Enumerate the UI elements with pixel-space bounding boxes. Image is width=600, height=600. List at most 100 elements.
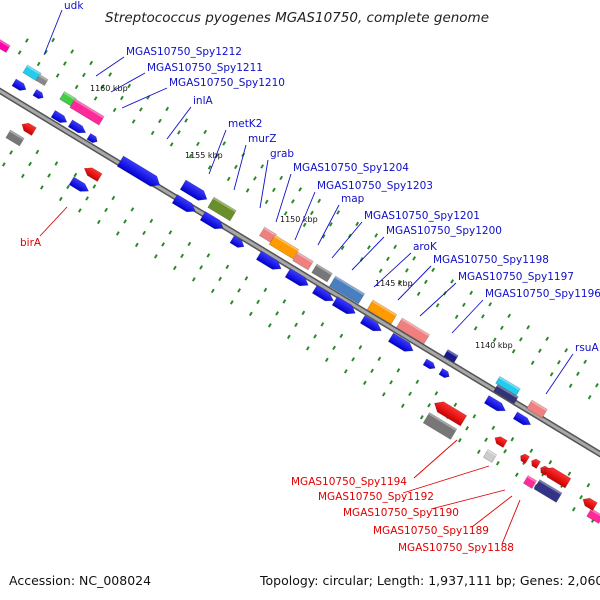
- gene-forward-arrow[interactable]: [116, 155, 163, 190]
- label-inla[interactable]: inlA: [193, 95, 213, 107]
- position-dot: [226, 176, 231, 182]
- gene-reverse-arrow[interactable]: [519, 453, 530, 464]
- gene-forward-arrow[interactable]: [229, 235, 246, 250]
- gene-reverse-arrow[interactable]: [20, 121, 37, 136]
- tick-label-1145: 1145 kbp: [375, 279, 413, 288]
- callout-line: [501, 499, 521, 545]
- position-dot: [416, 291, 421, 297]
- position-dot: [180, 253, 184, 259]
- gene-forward-arrow[interactable]: [284, 268, 311, 290]
- gene-feature[interactable]: [422, 412, 458, 440]
- label-murz[interactable]: murZ: [248, 133, 276, 145]
- gene-feature[interactable]: [482, 449, 498, 463]
- label-map[interactable]: map: [341, 193, 365, 205]
- label-grab[interactable]: grab: [270, 148, 294, 160]
- gene-reverse-arrow[interactable]: [530, 458, 541, 469]
- position-dot: [203, 129, 208, 135]
- position-dot: [557, 360, 561, 365]
- label-spy1201[interactable]: MGAS10750_Spy1201: [364, 210, 480, 222]
- label-spy1200[interactable]: MGAS10750_Spy1200: [386, 225, 502, 237]
- gene-feature[interactable]: [443, 349, 459, 363]
- gene-forward-arrow[interactable]: [67, 119, 88, 136]
- gene-feature[interactable]: [5, 129, 25, 147]
- position-dot: [168, 230, 173, 235]
- gene-reverse-arrow[interactable]: [493, 434, 508, 448]
- gene-feature[interactable]: [0, 39, 11, 53]
- label-udk[interactable]: udk: [64, 0, 84, 12]
- position-dot: [150, 130, 155, 136]
- position-dot: [85, 196, 89, 201]
- gene-reverse-arrow[interactable]: [82, 164, 103, 182]
- gene-forward-arrow[interactable]: [311, 285, 335, 304]
- label-spy1204[interactable]: MGAS10750_Spy1204: [293, 162, 409, 174]
- label-spy1198[interactable]: MGAS10750_Spy1198: [433, 254, 549, 266]
- gene-feature[interactable]: [396, 317, 430, 345]
- gene-forward-arrow[interactable]: [171, 194, 198, 216]
- gene-feature[interactable]: [69, 98, 105, 126]
- position-dot: [336, 210, 341, 215]
- gene-feature[interactable]: [207, 196, 237, 222]
- label-spy1210[interactable]: MGAS10750_Spy1210: [169, 77, 285, 89]
- label-metk2[interactable]: metK2: [228, 118, 262, 130]
- position-dot: [272, 187, 276, 193]
- position-dot: [229, 300, 234, 305]
- label-spy1211[interactable]: MGAS10750_Spy1211: [147, 62, 263, 74]
- gene-feature[interactable]: [586, 508, 600, 524]
- position-dot: [279, 175, 284, 181]
- gene-forward-arrow[interactable]: [32, 89, 45, 100]
- position-dot: [367, 245, 371, 250]
- label-spy1189[interactable]: MGAS10750_Spy1189: [373, 525, 489, 537]
- gene-forward-arrow[interactable]: [331, 296, 358, 318]
- gene-forward-arrow[interactable]: [50, 110, 69, 125]
- label-spy1212[interactable]: MGAS10750_Spy1212: [126, 46, 242, 58]
- label-spy1194[interactable]: MGAS10750_Spy1194: [291, 476, 407, 488]
- gene-reverse-arrow[interactable]: [581, 496, 598, 511]
- label-spy1203[interactable]: MGAS10750_Spy1203: [317, 180, 433, 192]
- gene-forward-arrow[interactable]: [438, 368, 451, 379]
- gene-forward-arrow[interactable]: [255, 250, 283, 273]
- position-dot: [111, 195, 116, 201]
- gene-reverse-arrow[interactable]: [431, 398, 468, 427]
- gene-feature[interactable]: [522, 475, 538, 489]
- gene-feature[interactable]: [22, 64, 42, 82]
- callout-line: [402, 465, 490, 494]
- gene-feature[interactable]: [366, 299, 398, 325]
- label-rsua[interactable]: rsuA: [575, 342, 599, 354]
- label-spy1188[interactable]: MGAS10750_Spy1188: [398, 542, 514, 554]
- label-spy1197[interactable]: MGAS10750_Spy1197: [458, 271, 574, 283]
- gene-forward-arrow[interactable]: [11, 78, 28, 93]
- gene-forward-arrow[interactable]: [86, 133, 99, 144]
- gene-reverse-arrow[interactable]: [541, 464, 572, 489]
- position-dot: [332, 345, 336, 351]
- callout-line: [451, 299, 484, 334]
- gene-forward-arrow[interactable]: [422, 358, 437, 371]
- gene-feature[interactable]: [268, 234, 300, 260]
- position-dot: [500, 325, 504, 331]
- position-dot: [187, 241, 192, 247]
- gene-feature[interactable]: [311, 263, 333, 283]
- position-dot: [317, 198, 322, 204]
- summary-text: Topology: circular; Length: 1,937,111 bp…: [259, 573, 600, 588]
- label-arok[interactable]: aroK: [413, 241, 438, 253]
- gene-forward-arrow[interactable]: [179, 179, 210, 204]
- gene-feature[interactable]: [328, 275, 366, 305]
- gene-forward-arrow[interactable]: [387, 332, 415, 355]
- position-dot: [196, 141, 200, 147]
- gene-forward-arrow[interactable]: [68, 176, 91, 195]
- gene-feature[interactable]: [533, 479, 563, 503]
- label-bira[interactable]: birA: [20, 237, 42, 249]
- label-spy1192[interactable]: MGAS10750_Spy1192: [318, 491, 434, 503]
- position-dot: [188, 153, 193, 159]
- label-spy1196[interactable]: MGAS10750_Spy1196: [485, 288, 600, 300]
- gene-feature[interactable]: [292, 251, 314, 271]
- callout-line: [166, 106, 192, 140]
- gene-forward-arrow[interactable]: [512, 411, 533, 428]
- label-spy1190[interactable]: MGAS10750_Spy1190: [343, 507, 459, 519]
- gene-forward-arrow[interactable]: [199, 211, 226, 233]
- gene-feature[interactable]: [526, 399, 548, 419]
- gene-feature[interactable]: [493, 383, 519, 405]
- gene-features: [0, 39, 600, 524]
- gene-feature[interactable]: [35, 74, 49, 86]
- gene-forward-arrow[interactable]: [483, 395, 507, 414]
- gene-forward-arrow[interactable]: [359, 315, 383, 334]
